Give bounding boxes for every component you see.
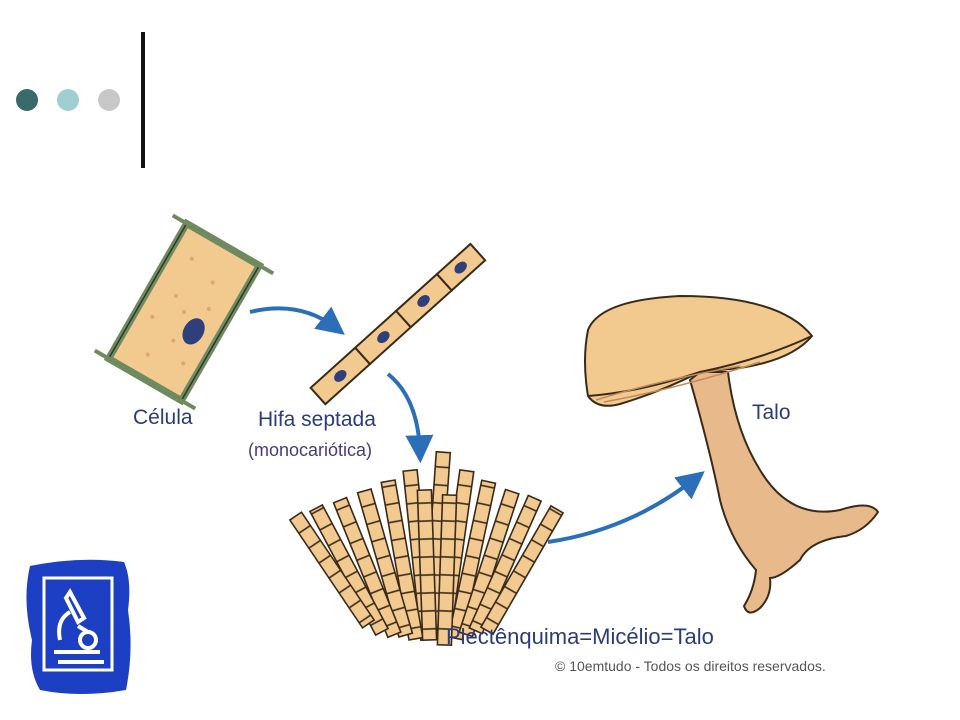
hypha-sublabel: (monocariótica) (248, 440, 373, 460)
hypha-illustration (309, 242, 487, 406)
arrow-plectenchyma-to-thallus (547, 471, 705, 544)
cell-illustration (93, 213, 275, 411)
plectenchyma-label: Plectênquima=Micélio=Talo (446, 624, 714, 649)
hypha-label: Hifa septada (258, 408, 376, 431)
gray-dot (98, 89, 120, 111)
copyright-text: © 10emtudo - Todos os direitos reservado… (555, 658, 826, 674)
arrow-hypha-to-plectenchyma (386, 372, 434, 464)
cell-label: Célula (133, 406, 193, 429)
thallus-label: Talo (752, 401, 791, 424)
plectenchyma-illustration (288, 450, 565, 647)
microscope-icon (54, 588, 104, 664)
light-teal-dot (57, 89, 79, 111)
arrow-cell-to-hypha (249, 306, 345, 335)
title-divider (141, 32, 145, 168)
dark-teal-dot (16, 89, 38, 111)
mushroom-illustration (584, 294, 880, 614)
microscope-logo (26, 559, 131, 694)
